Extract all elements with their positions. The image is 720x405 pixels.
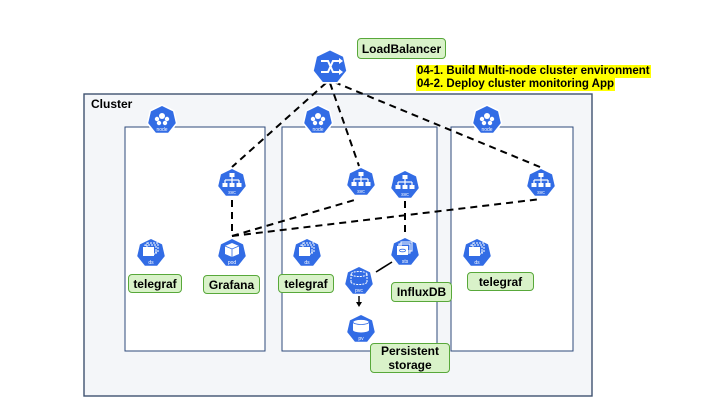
svg-text:pv: pv xyxy=(358,336,364,342)
telegraf-label-3: telegraf xyxy=(467,272,534,291)
pv-icon: pv xyxy=(346,313,377,343)
pvc-to-pv-arrowhead xyxy=(356,302,362,307)
pod-to-svc-node2-line xyxy=(231,198,359,237)
svg-text:pvc: pvc xyxy=(355,288,363,294)
load-balancer-label: LoadBalancer xyxy=(357,38,446,59)
svc-grafana-icon: svc xyxy=(217,167,248,197)
svc-node2-icon: svc xyxy=(346,166,377,196)
persistent-storage-label-line1: Persistent xyxy=(380,344,440,358)
pvc-icon: pvc xyxy=(344,265,375,295)
svg-text:svc: svc xyxy=(537,190,545,196)
load-balancer-icon xyxy=(311,48,349,84)
ds-telegraf-1-icon: ds xyxy=(136,237,167,267)
telegraf-label-2: telegraf xyxy=(278,274,334,293)
svg-text:node: node xyxy=(312,127,323,133)
pod-grafana-icon: pod xyxy=(217,237,248,267)
svc-node3-icon: svc xyxy=(526,167,557,197)
node-icon: node xyxy=(303,104,334,134)
svg-text:node: node xyxy=(156,127,167,133)
node-frame-1 xyxy=(124,126,266,352)
dashed-connections xyxy=(231,81,542,237)
node-icon: node xyxy=(147,104,178,134)
cluster-title: Cluster xyxy=(91,97,133,111)
svg-text:svc: svc xyxy=(357,189,365,195)
svg-text:node: node xyxy=(481,127,492,133)
svg-text:ds: ds xyxy=(148,260,154,266)
sts-to-pvc-line xyxy=(375,261,393,273)
step-heading-2: 04-2. Deploy cluster monitoring App xyxy=(416,78,616,91)
step-heading-1: 04-1. Build Multi-node cluster environme… xyxy=(416,65,651,78)
svg-text:pod: pod xyxy=(228,260,237,266)
ds-telegraf-2-icon: ds xyxy=(292,237,323,267)
node-frame-3 xyxy=(450,126,574,352)
svg-text:ds: ds xyxy=(304,260,310,266)
influxdb-label: InfluxDB xyxy=(391,282,452,302)
grafana-label: Grafana xyxy=(203,275,260,294)
lb-to-svc-node2-line xyxy=(329,82,360,167)
pod-to-svc-node3-line xyxy=(231,198,542,237)
svg-text:svc: svc xyxy=(401,192,409,198)
svg-text:sts: sts xyxy=(402,259,409,265)
sts-influxdb-icon: sts xyxy=(390,236,421,266)
telegraf-label-1: telegraf xyxy=(128,274,182,293)
persistent-storage-label-line2: storage xyxy=(388,358,432,372)
lb-to-svc-node3-line xyxy=(333,81,541,168)
node-icon: node xyxy=(472,104,503,134)
svg-text:svc: svc xyxy=(228,190,236,196)
persistent-storage-label: Persistent storage xyxy=(370,343,450,373)
svg-text:ds: ds xyxy=(474,260,480,266)
ds-telegraf-3-icon: ds xyxy=(462,237,493,267)
svc-influxdb-icon: svc xyxy=(390,169,421,199)
lb-to-svc-grafana-line xyxy=(231,82,327,168)
